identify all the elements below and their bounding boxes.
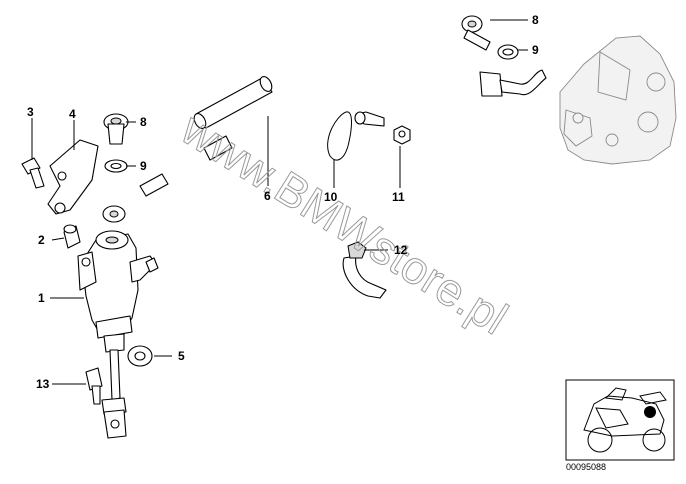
callout-13: 13	[36, 377, 50, 391]
rubber-buffer-5	[127, 345, 153, 367]
watermark: www.BMWstore.pl	[172, 102, 517, 344]
motorcycle-thumbnail	[565, 379, 675, 461]
callout-9-upper: 9	[532, 43, 539, 57]
callout-10: 10	[324, 190, 338, 204]
clip-13	[85, 367, 103, 405]
push-rod	[101, 349, 127, 439]
callout-12: 12	[394, 243, 408, 257]
brake-master-cylinder-1	[77, 230, 159, 353]
banjo-bolt-8-left	[103, 113, 129, 145]
seal-ring-9-left	[104, 159, 128, 173]
callout-4: 4	[69, 107, 76, 121]
location-dot	[644, 406, 656, 418]
transmission-housing	[559, 35, 677, 165]
banjo-bolt-8-upper	[461, 15, 491, 51]
callout-2: 2	[38, 233, 45, 247]
image-code: 00095088	[566, 462, 606, 472]
seal-ring-9-upper	[497, 44, 519, 60]
callout-11: 11	[392, 190, 405, 204]
callout-8-left: 8	[140, 115, 147, 129]
callout-6: 6	[264, 189, 271, 203]
callout-3: 3	[27, 105, 34, 119]
banjo-fitting	[102, 205, 126, 223]
callout-9-left: 9	[140, 159, 147, 173]
bolt-3	[21, 157, 45, 189]
cable-tie-10	[327, 111, 385, 161]
protective-sleeve	[193, 76, 273, 129]
callout-8-upper: 8	[532, 13, 539, 27]
brake-line-6	[111, 62, 547, 216]
callout-5: 5	[178, 349, 185, 363]
bracket-plate-4	[47, 139, 99, 215]
nut-11	[393, 125, 411, 145]
callout-1: 1	[38, 291, 45, 305]
clamp-12	[342, 241, 387, 299]
leader-lines	[31, 19, 528, 385]
bush-2	[63, 224, 81, 249]
